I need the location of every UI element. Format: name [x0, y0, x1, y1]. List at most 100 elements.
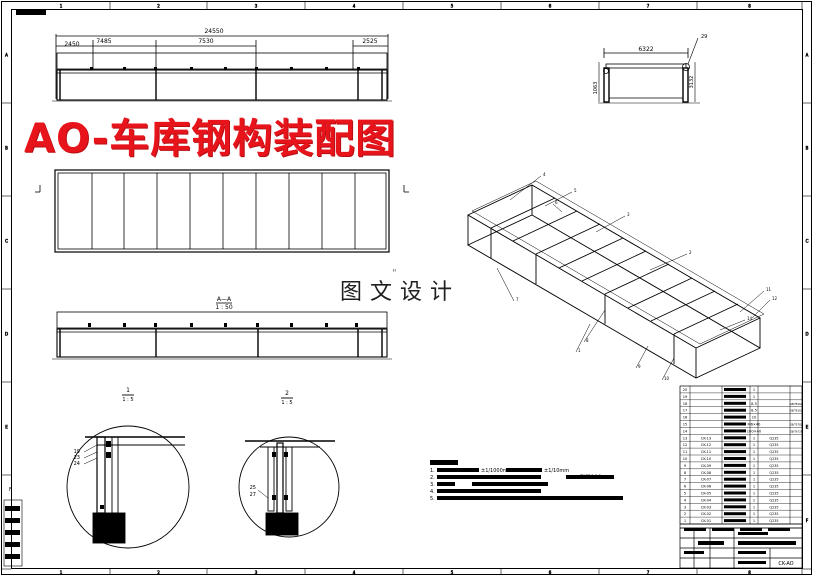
zone-mark-right: A — [806, 53, 809, 58]
note-value-1: ±1/1000mm — [481, 468, 513, 474]
iso-callout: 7 — [516, 297, 519, 302]
zone-mark-bottom: 7 — [647, 570, 650, 575]
iso-callout: 1 — [578, 348, 581, 353]
note-3: 3. — [430, 482, 435, 488]
bom-row-no: 19 — [683, 395, 688, 399]
bom-row-qty: 1 — [753, 512, 755, 516]
border-stamp-label: F — [9, 487, 12, 493]
bom-row-qty: 8.5 — [751, 402, 757, 406]
zone-mark-top: 2 — [157, 4, 160, 9]
bom-row-qty: 1 — [753, 505, 755, 509]
note-5: 5. — [430, 496, 435, 502]
zone-mark-top: 4 — [353, 4, 356, 9]
bom-row-qty: 1 — [753, 492, 755, 496]
bom-row-material: Q235 — [769, 498, 778, 502]
tech-notes — [430, 460, 623, 500]
side-height-right: 3132 — [689, 76, 695, 89]
bom-row-code: CK-08 — [701, 471, 712, 475]
bom-row-code: CK-06 — [701, 485, 712, 489]
bom-row-no: 16 — [683, 416, 688, 420]
bom-row-no: 14 — [683, 429, 688, 433]
bom-row-qty: 8.5 — [751, 409, 757, 413]
bom-row-qty: 1 — [753, 519, 755, 523]
bom-row-material: Q235 — [769, 492, 778, 496]
zone-mark-top: 7 — [647, 4, 650, 9]
bom-row-material: Q235 — [769, 464, 778, 468]
bom-row-qty: 1 — [753, 450, 755, 454]
detail-2-callout-2: 27 — [250, 492, 256, 498]
bom-row-material: Q235 — [769, 505, 778, 509]
bom-row-qty: 1 — [753, 485, 755, 489]
bom-row-qty: 100×40 — [747, 429, 762, 433]
bom-row-remark: GB/T5782 — [790, 423, 803, 427]
segment-dim-3: 2525 — [362, 38, 377, 45]
zone-mark-bottom: 8 — [748, 570, 751, 575]
bom-row-qty: 10 — [752, 416, 757, 420]
bom-row-material: Q235 — [769, 457, 778, 461]
bom-row-no: 18 — [683, 402, 688, 406]
bom-row-qty: 1 — [753, 464, 755, 468]
side-balloon: 29 — [701, 34, 707, 40]
note-1: 1. — [430, 468, 435, 474]
side-height-left: 1063 — [593, 82, 599, 95]
detail-1-callout-1: 19 — [74, 449, 80, 455]
bom-row-code: CK-04 — [701, 498, 712, 502]
drawing-title: AO-车库钢构装配图 — [24, 116, 397, 162]
bom-row-no: 20 — [683, 388, 688, 392]
bom-row-no: 10 — [683, 457, 688, 461]
bom-row-qty: 1 — [753, 457, 755, 461]
bom-row-material: Q235 — [769, 450, 778, 454]
bom-row-no: 2 — [684, 512, 686, 516]
bom-row-no: 8 — [684, 471, 687, 475]
detail-1-callout-3: 24 — [74, 461, 80, 467]
note-value-2: ±1/10mm — [544, 468, 569, 474]
zone-mark-top: 5 — [451, 4, 454, 9]
zone-mark-left: B — [5, 146, 8, 151]
iso-callout: 12 — [772, 296, 778, 301]
border-stamp — [3, 499, 23, 567]
bom-row-qty: M6×40 — [748, 423, 762, 427]
detail-1 — [66, 394, 190, 549]
note-4: 4. — [430, 489, 435, 495]
bom-row-no: 11 — [683, 450, 688, 454]
iso-callout: 4 — [543, 172, 546, 177]
bom-row-no: 7 — [684, 478, 686, 482]
zone-mark-left: E — [5, 425, 8, 430]
detail-2-callout-1: 25 — [250, 485, 256, 491]
zone-mark-right: C — [806, 239, 809, 244]
front-view — [52, 34, 392, 102]
bom-row-no: 9 — [684, 464, 687, 468]
bom-row-no: 4 — [684, 498, 687, 502]
plan-view — [35, 169, 409, 253]
zone-mark-right: E — [806, 425, 809, 430]
bom-row-no: 12 — [683, 443, 688, 447]
iso-callout: 8 — [586, 338, 589, 343]
bom-row-code: CK-10 — [701, 457, 712, 461]
zone-mark-bottom: 4 — [353, 570, 356, 575]
bom-row-remark: GB/T8162 — [790, 409, 803, 413]
title-block — [679, 527, 803, 569]
zone-mark-right: F — [806, 518, 809, 523]
detail-1-label: 1 — [126, 387, 130, 394]
side-width-dim: 6322 — [638, 46, 653, 53]
iso-callout: 11 — [766, 287, 772, 292]
bom-row-qty: 1 — [753, 436, 755, 440]
zone-mark-top: 1 — [60, 4, 63, 9]
bom-row-no: 13 — [683, 436, 688, 440]
bom-row-material: Q235 — [769, 436, 778, 440]
detail-2-scale: 1 : 5 — [281, 400, 292, 406]
note-2: 2. — [430, 475, 435, 481]
bom-row-material: Q235 — [769, 478, 778, 482]
bom-row-material: Q235 — [769, 519, 778, 523]
segment-dim-2: 7530 — [198, 38, 213, 45]
left-dim-label: 2450 — [64, 41, 79, 48]
section-bolts — [88, 323, 358, 327]
bom-row-remark: GB/T8162 — [790, 402, 803, 406]
zone-mark-top: 6 — [549, 4, 552, 9]
iso-callout: 9 — [638, 364, 641, 369]
bom-row-material: Q235 — [769, 471, 778, 475]
